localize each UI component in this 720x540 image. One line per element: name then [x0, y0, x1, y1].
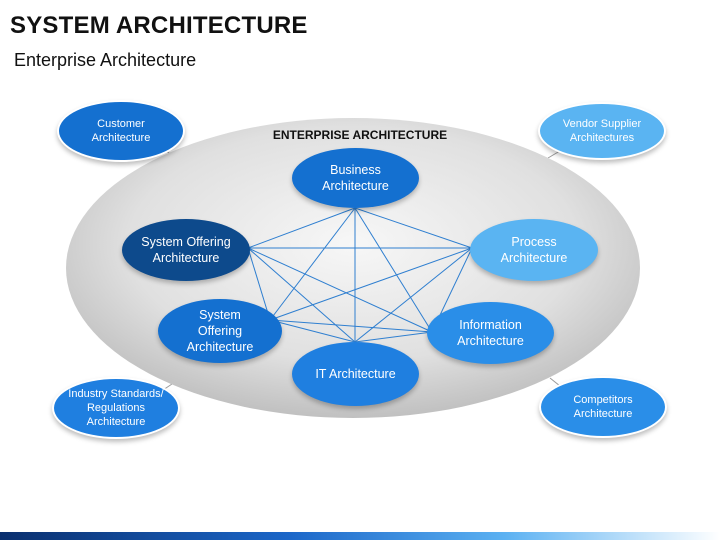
slide-subtitle: Enterprise Architecture	[14, 50, 197, 70]
node-customer-architecture: Customer Architecture	[57, 100, 185, 162]
node-customer-label: Customer Architecture	[91, 117, 151, 144]
node-information-label: Information Architecture	[457, 317, 524, 348]
node-system-offering-lower-label: System Offering Architecture	[186, 307, 254, 355]
node-industry-label: Industry Standards/ Regulations Architec…	[68, 387, 164, 429]
footer-gradient-bar	[0, 532, 720, 540]
node-business-architecture: Business Architecture	[292, 148, 419, 208]
node-vendor-supplier-architectures: Vendor Supplier Architectures	[538, 102, 666, 160]
node-industry-standards-architecture: Industry Standards/ Regulations Architec…	[52, 377, 180, 439]
node-process-label: Process Architecture	[500, 234, 568, 265]
node-system-offering-upper-label: System Offering Architecture	[141, 234, 231, 265]
node-competitors-architecture: Competitors Architecture	[539, 376, 667, 438]
enterprise-architecture-label: ENTERPRISE ARCHITECTURE	[272, 128, 448, 142]
node-information-architecture: Information Architecture	[427, 302, 554, 364]
node-business-label: Business Architecture	[322, 162, 389, 193]
node-competitors-label: Competitors Architecture	[573, 393, 633, 420]
node-system-offering-upper: System Offering Architecture	[122, 219, 250, 281]
node-process-architecture: Process Architecture	[470, 219, 598, 281]
node-it-label: IT Architecture	[315, 366, 396, 381]
node-it-architecture: IT Architecture	[292, 342, 419, 406]
node-vendor-label: Vendor Supplier Architectures	[562, 117, 642, 144]
node-system-offering-lower: System Offering Architecture	[158, 299, 282, 363]
node-network	[247, 207, 473, 343]
slide-title: SYSTEM ARCHITECTURE	[10, 12, 308, 39]
